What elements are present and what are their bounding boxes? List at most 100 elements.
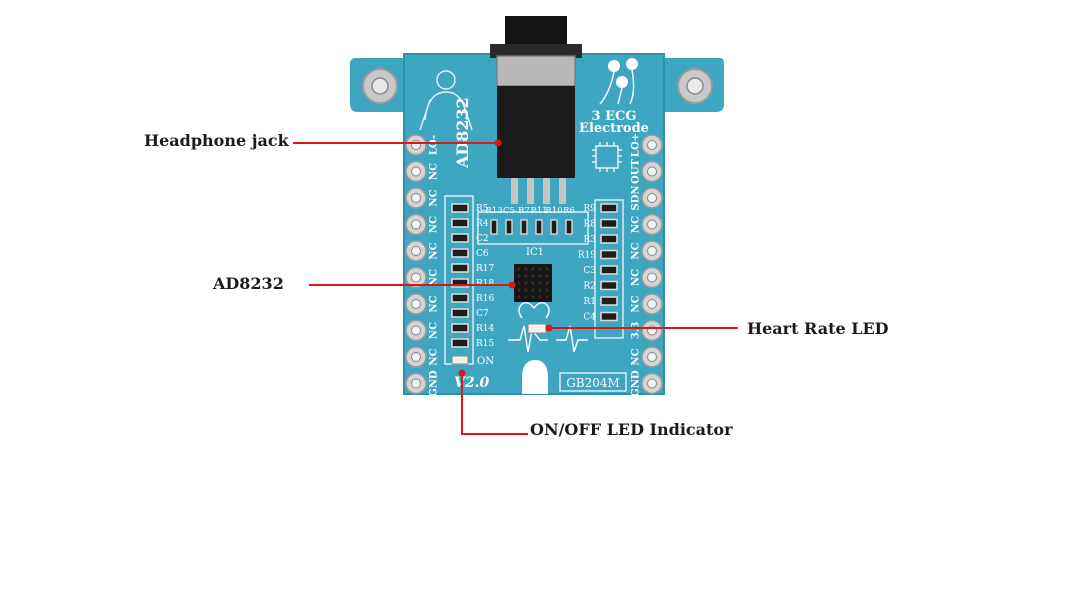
model-label: GB204M (566, 376, 620, 390)
smd-component (535, 219, 543, 235)
smd-component (600, 218, 618, 229)
right-pin-label: NC (631, 295, 642, 312)
callout-headphone-jack: Headphone jack (144, 131, 289, 150)
left-pin-label: NC (429, 269, 440, 286)
ic-pad-dot (517, 281, 521, 285)
component-label: C3 (583, 266, 596, 276)
ic-pad-dot (517, 274, 521, 278)
smd-component (600, 280, 618, 291)
component-label: R11 (530, 206, 547, 216)
electrode-text-2: Electrode (579, 121, 649, 136)
ic-pad-dot (531, 288, 535, 292)
callout-on-off-led: ON/OFF LED Indicator (530, 420, 733, 439)
right-pin-pad (641, 319, 663, 342)
ic-pad-dot (531, 274, 535, 278)
right-pin-label: NC (631, 269, 642, 286)
smd-component (451, 248, 469, 258)
electrode-icon (599, 58, 638, 105)
component-label: C5 (503, 206, 515, 216)
heartbeat-icon (508, 301, 588, 353)
version-label: V2.0 (454, 375, 489, 391)
smd-component (600, 296, 618, 306)
left-pin-label: GND (429, 370, 440, 397)
component-label: C4 (583, 313, 596, 323)
ic-pad-dot (517, 288, 521, 292)
callout-ad8232: AD8232 (213, 274, 284, 293)
ic-pad-dot (517, 267, 521, 271)
right-pin-label: LO+ (631, 133, 642, 157)
left-pin-pad (405, 293, 427, 315)
model-box (559, 372, 627, 392)
right-pin-pad (641, 213, 663, 236)
component-label: C7 (476, 309, 489, 319)
smd-component (451, 308, 469, 318)
component-label: R5 (476, 204, 489, 214)
left-pin-label: NC (429, 295, 440, 312)
component-label: C2 (476, 234, 489, 244)
power-label: ON (477, 356, 494, 367)
ic-pad-dot (545, 295, 549, 299)
ic-pad-dot (545, 274, 549, 278)
smd-component (550, 219, 558, 235)
left-pin-pad (405, 240, 427, 262)
right-pin-label: 3.3 (631, 322, 642, 339)
right-pin-pad (641, 160, 663, 183)
ic-pad-dot (524, 295, 528, 299)
ic-label: IC1 (526, 247, 544, 258)
smd-component (451, 338, 469, 348)
smd-component (490, 219, 498, 235)
component-label: R7 (518, 206, 530, 216)
ic-pad-dot (545, 281, 549, 285)
left-pin-label: LO- (429, 135, 440, 155)
bottom-notch (522, 360, 548, 394)
left-pin-label: NC (429, 242, 440, 259)
ic-pad-dot (524, 288, 528, 292)
right-pin-pad (641, 346, 663, 368)
right-pin-pad (641, 372, 663, 395)
smd-component (451, 218, 469, 228)
left-pin-label: NC (429, 348, 440, 365)
smd-component (565, 219, 573, 235)
left-pin-label: NC (429, 216, 440, 233)
smd-component (505, 219, 513, 235)
right-pin-pad (641, 134, 663, 156)
left-pin-pad (405, 134, 427, 156)
component-label: R1 (583, 297, 596, 307)
component-label: C6 (476, 249, 489, 259)
body-silhouette-icon (419, 70, 473, 131)
ic-pad-dot (531, 295, 535, 299)
left-pin-pad (405, 213, 427, 236)
chip-heart-icon (592, 142, 622, 172)
callout-lines (293, 142, 738, 435)
ic-pad-dot (538, 295, 542, 299)
mount-hole-right (677, 68, 713, 104)
top-rail (477, 211, 589, 245)
ic-pad-dot (531, 281, 535, 285)
component-label: R14 (476, 324, 495, 334)
callout-dot-ad8232 (508, 281, 516, 289)
right-pin-pad (641, 240, 663, 262)
smd-component (451, 203, 469, 213)
component-label: R19 (578, 251, 597, 261)
callout-dot-heart-led (545, 324, 553, 332)
callout-heart-rate-led: Heart Rate LED (747, 319, 889, 338)
right-pin-label: GND (631, 370, 642, 397)
left-pin-label: NC (429, 189, 440, 206)
ic-pad-dot (524, 281, 528, 285)
component-label: R16 (476, 294, 495, 304)
smd-component (600, 234, 618, 244)
right-pin-label: SDN (631, 185, 642, 210)
ic-pad-dot (517, 295, 521, 299)
smd-component (600, 265, 618, 275)
smd-component (600, 203, 618, 213)
left-pin-pad (405, 187, 427, 209)
component-label: R6 (563, 206, 575, 216)
ic-pad-dot (538, 267, 542, 271)
right-pin-pad (641, 293, 663, 315)
callout-line-on-off (461, 372, 528, 435)
right-pin-pad (641, 266, 663, 289)
smd-component (451, 233, 469, 243)
mount-hole-left (362, 68, 398, 104)
